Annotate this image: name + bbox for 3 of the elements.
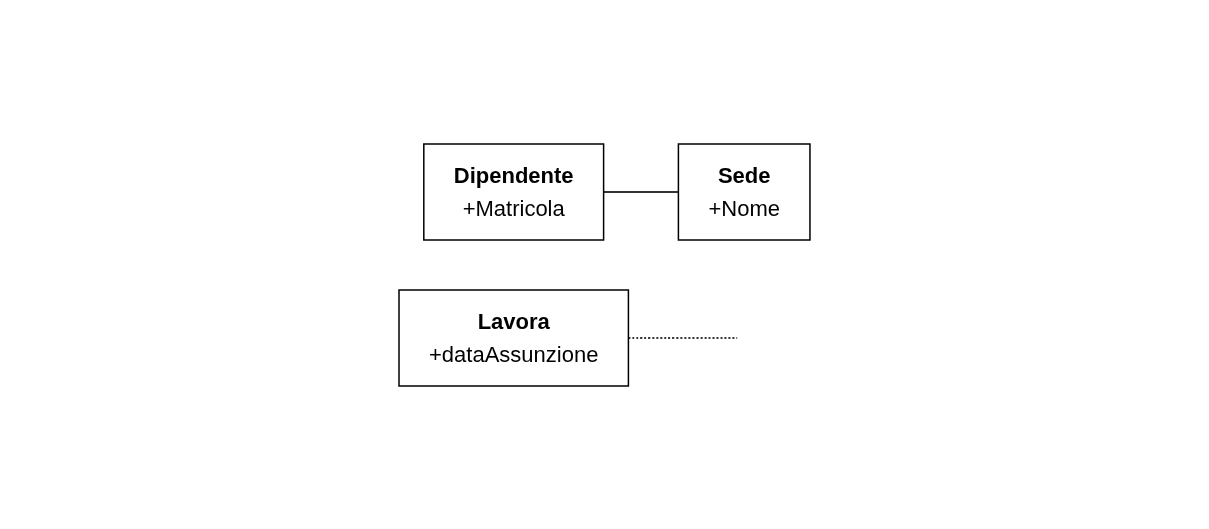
node-box: Dipendente +Matricola (423, 142, 605, 241)
node-box: Sede +Nome (677, 142, 811, 241)
node-box: Lavora +dataAssunzione (398, 288, 630, 387)
